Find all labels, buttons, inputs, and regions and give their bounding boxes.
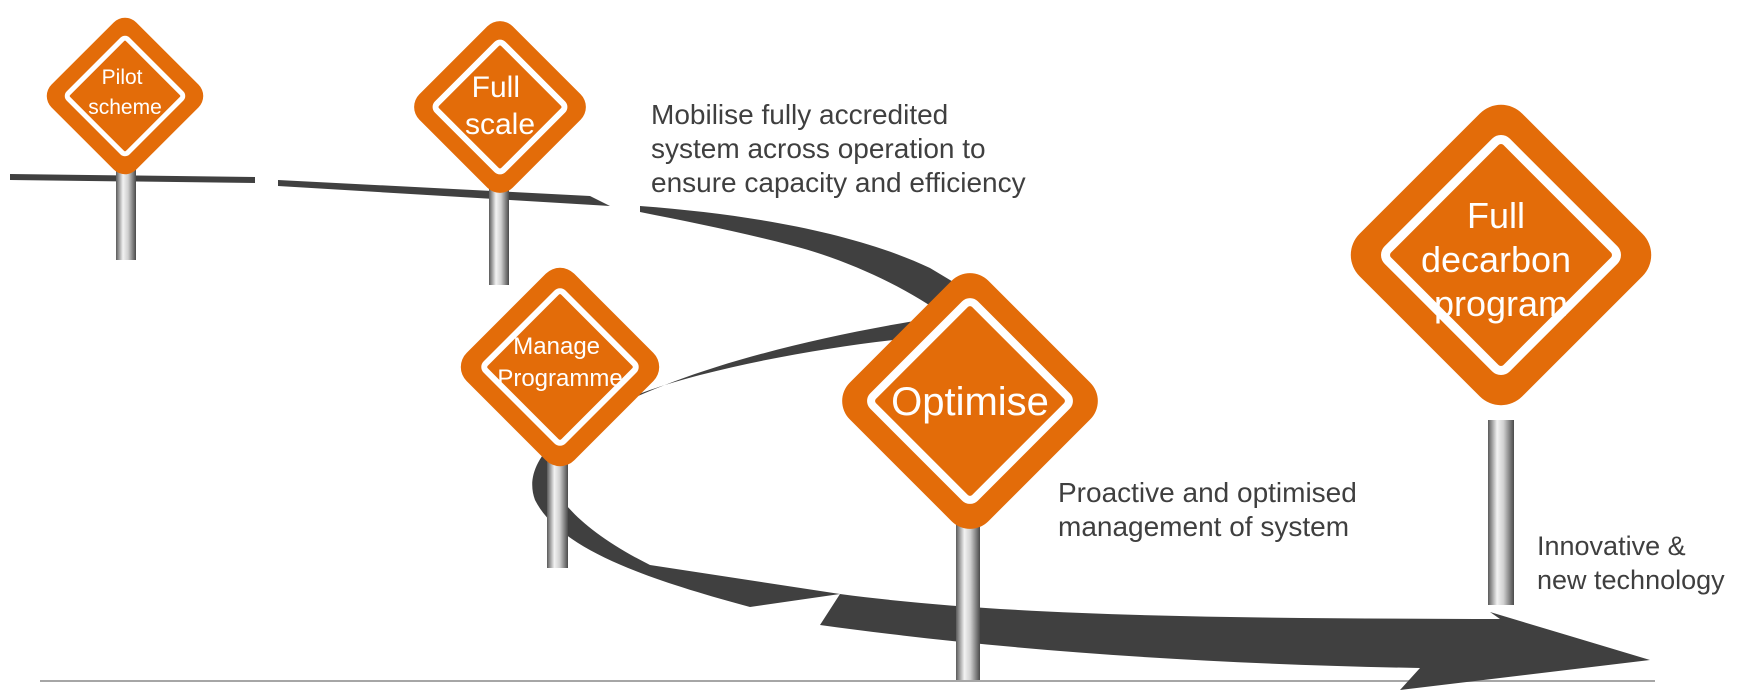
post-decarbon [1488,420,1514,605]
caption-mobilise-line-1: Mobilise fully accredited [651,99,949,130]
sign-pilot-border [64,35,186,157]
sign-optimise-line-1: Optimise [891,380,1049,424]
sign-full-border [432,39,568,175]
caption-mobilise: Mobilise fully accredited system across … [651,98,1026,200]
sign-decarbon-border [1381,135,1621,375]
sign-pilot-label: Pilot scheme [88,66,162,119]
sign-pilot-body [46,17,204,175]
sign-pilot-scheme: Pilot scheme [46,17,204,175]
sign-pilot-line-2: scheme [88,96,162,119]
sign-manage-border [481,288,639,446]
caption-innovative-line-1: Innovative & [1537,531,1686,561]
sign-optimise: Optimise [842,273,1098,529]
sign-decarbon-body [1350,104,1652,406]
sign-full-line-2: scale [465,108,535,141]
caption-proactive: Proactive and optimised management of sy… [1058,476,1357,544]
sign-full-scale: Full scale [414,21,586,193]
caption-proactive-line-1: Proactive and optimised [1058,477,1357,508]
caption-mobilise-line-2: system across operation to [651,133,986,164]
caption-innovative: Innovative & new technology [1537,529,1725,597]
sign-full-label: Full scale [465,71,535,141]
sign-full-decarbon-program: Full decarbon program [1350,104,1652,406]
sign-manage-line-1: Manage [513,333,600,360]
sign-manage-label: Manage Programme [497,333,622,392]
sign-decarbon-line-1: Full [1467,195,1525,236]
post-pilot [116,150,136,260]
road-arrow [820,594,1650,690]
sign-full-body [414,21,586,193]
sign-full-line-1: Full [472,71,520,104]
sign-decarbon-label: Full decarbon program [1421,195,1581,324]
caption-mobilise-line-3: ensure capacity and efficiency [651,167,1026,198]
sign-decarbon-line-2: decarbon [1421,239,1571,280]
post-optimise [956,510,980,680]
post-manage [547,440,568,568]
caption-innovative-line-2: new technology [1537,565,1725,595]
post-full-scale [489,170,509,285]
sign-optimise-label: Optimise [891,380,1049,424]
sign-pilot-line-1: Pilot [102,66,143,89]
sign-manage-body [460,267,660,467]
sign-optimise-border [867,298,1073,504]
sign-optimise-body [842,273,1098,529]
sign-posts [116,150,1514,680]
road-segment-near-left [278,180,610,206]
sign-decarbon-line-3: program [1434,283,1568,324]
caption-proactive-line-2: management of system [1058,511,1350,542]
sign-manage-line-2: Programme [497,365,622,392]
sign-manage-programme: Manage Programme [460,267,660,467]
road-segment-curve-top [640,206,975,316]
